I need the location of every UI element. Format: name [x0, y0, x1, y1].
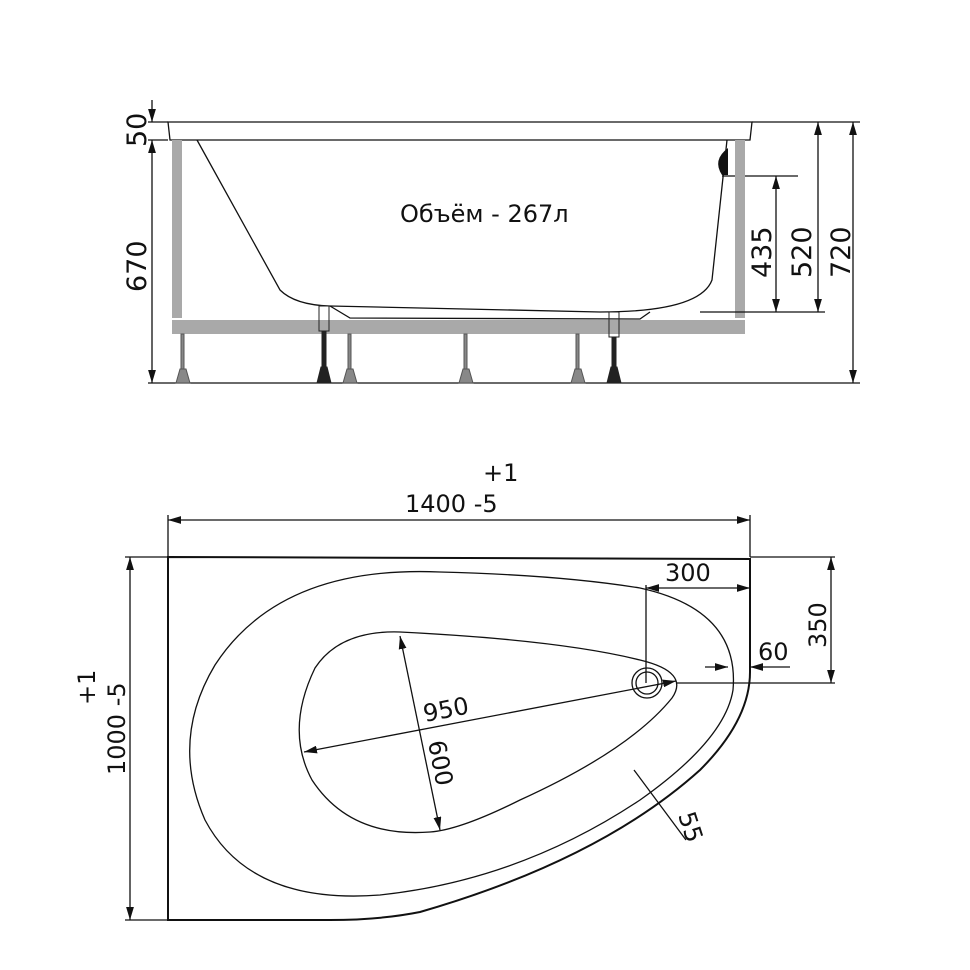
dim-300: 300 — [665, 559, 711, 587]
frame-beam — [172, 320, 745, 334]
rim — [167, 121, 753, 141]
tub-bottom — [329, 305, 651, 320]
dim-line — [303, 679, 677, 754]
side-view: Объём - 267л 50 670 435 520 720 — [122, 100, 860, 384]
frame-post-right — [735, 140, 745, 318]
dim-line — [633, 769, 687, 841]
legs — [175, 333, 586, 384]
dim-55: 55 — [672, 808, 708, 846]
length-label: 1400 -5 — [405, 490, 498, 518]
top-view: +1 1400 -5 +1 1000 -5 300 350 60 950 600… — [73, 459, 835, 921]
volume-label: Объём - 267л — [400, 200, 569, 228]
dim-435: 435 — [747, 226, 778, 278]
dim-670: 670 — [122, 240, 153, 292]
adjustable-feet — [316, 305, 622, 384]
dim-line — [398, 635, 442, 831]
overflow-icon — [718, 148, 728, 175]
length-tol-plus: +1 — [483, 459, 518, 487]
dim-950: 950 — [421, 692, 471, 728]
width-label: 1000 -5 — [103, 682, 131, 775]
rim-contour — [189, 570, 735, 897]
bowl-contour — [298, 631, 678, 834]
drain-inner — [635, 671, 659, 695]
tub-outline — [167, 555, 751, 921]
dim-520: 520 — [787, 226, 818, 278]
frame-post-left — [172, 140, 182, 318]
dim-720: 720 — [826, 226, 857, 278]
dim-350: 350 — [804, 602, 832, 648]
width-tol-plus: +1 — [73, 670, 101, 705]
dim-rim: 50 — [122, 113, 153, 147]
tub-body — [196, 139, 728, 313]
dim-600: 600 — [422, 738, 458, 788]
dim-60: 60 — [758, 638, 789, 666]
